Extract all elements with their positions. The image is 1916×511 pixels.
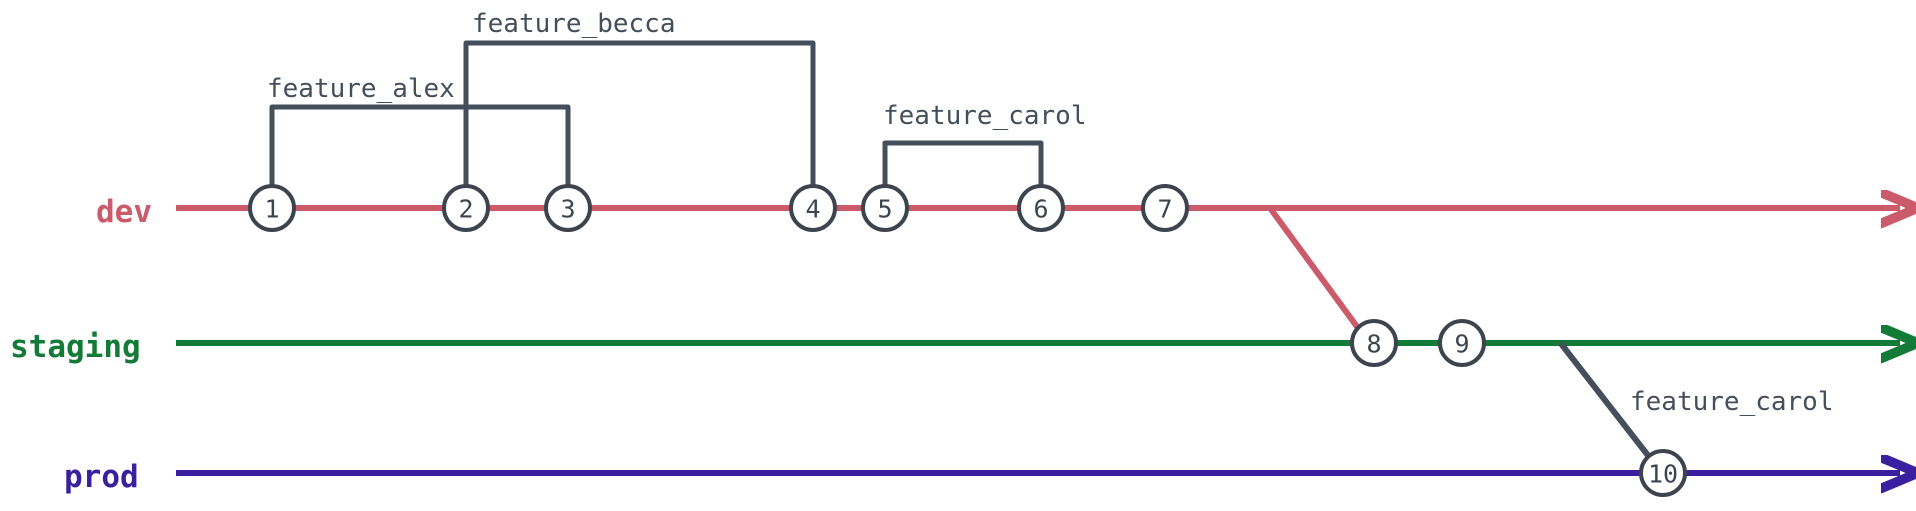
commit-number-10: 10 — [1648, 460, 1678, 489]
branch-label-dev: dev — [96, 194, 152, 230]
commit-node-5[interactable]: 5 — [861, 184, 909, 232]
commit-node-10[interactable]: 10 — [1639, 449, 1687, 497]
commit-circle-9[interactable] — [1438, 319, 1486, 367]
commit-circle-5[interactable] — [861, 184, 909, 232]
feature-labels-group: feature_carol feature_alex feature_beccafe… — [267, 9, 1834, 417]
branch-labels-group: dev staging prod — [10, 194, 152, 495]
feature-label-feature_becca: feature_becca — [472, 9, 676, 39]
commit-circle-7[interactable] — [1141, 184, 1189, 232]
commit-node-1[interactable]: 1 — [248, 184, 296, 232]
branch-lines-group — [176, 208, 1900, 473]
commit-node-8[interactable]: 8 — [1350, 319, 1398, 367]
feature-bracket-feature_alex — [269, 104, 571, 189]
branch-label-prod: prod — [64, 459, 139, 495]
feature-bracket-feature_becca — [463, 40, 816, 189]
branch-label-staging: staging — [10, 329, 141, 365]
commit-node-6[interactable]: 6 — [1017, 184, 1065, 232]
commit-number-3: 3 — [560, 195, 575, 224]
commit-node-4[interactable]: 4 — [789, 184, 837, 232]
feature-label-feature_carol: feature_carol — [883, 101, 1087, 131]
commit-circle-2[interactable] — [442, 184, 490, 232]
commit-circle-6[interactable] — [1017, 184, 1065, 232]
commit-node-2[interactable]: 2 — [442, 184, 490, 232]
commit-number-2: 2 — [458, 195, 473, 224]
commit-number-4: 4 — [805, 195, 820, 224]
connector-dev-to-staging-merge — [1267, 205, 1361, 331]
merge-connectors-group — [1267, 205, 1653, 461]
connector-label-staging-to-prod-branch: feature_carol — [1630, 387, 1834, 417]
connector-staging-to-prod-branch — [1559, 342, 1653, 461]
commit-circle-8[interactable] — [1350, 319, 1398, 367]
commit-number-6: 6 — [1033, 195, 1048, 224]
feature-label-feature_alex: feature_alex — [267, 74, 455, 104]
commit-number-1: 1 — [264, 195, 279, 224]
commit-circle-1[interactable] — [248, 184, 296, 232]
commit-circle-10[interactable] — [1639, 449, 1687, 497]
commit-node-3[interactable]: 3 — [544, 184, 592, 232]
commit-node-9[interactable]: 9 — [1438, 319, 1486, 367]
commit-node-7[interactable]: 7 — [1141, 184, 1189, 232]
commit-circle-4[interactable] — [789, 184, 837, 232]
feature-bracket-feature_carol — [882, 140, 1044, 189]
commit-circle-3[interactable] — [544, 184, 592, 232]
commit-nodes-group: 1 2 3 4 5 6 7 8 9 10 — [248, 184, 1687, 497]
commit-number-9: 9 — [1454, 330, 1469, 359]
commit-number-7: 7 — [1157, 195, 1172, 224]
commit-number-5: 5 — [877, 195, 892, 224]
feature-brackets-group — [269, 40, 1044, 189]
commit-number-8: 8 — [1366, 330, 1381, 359]
